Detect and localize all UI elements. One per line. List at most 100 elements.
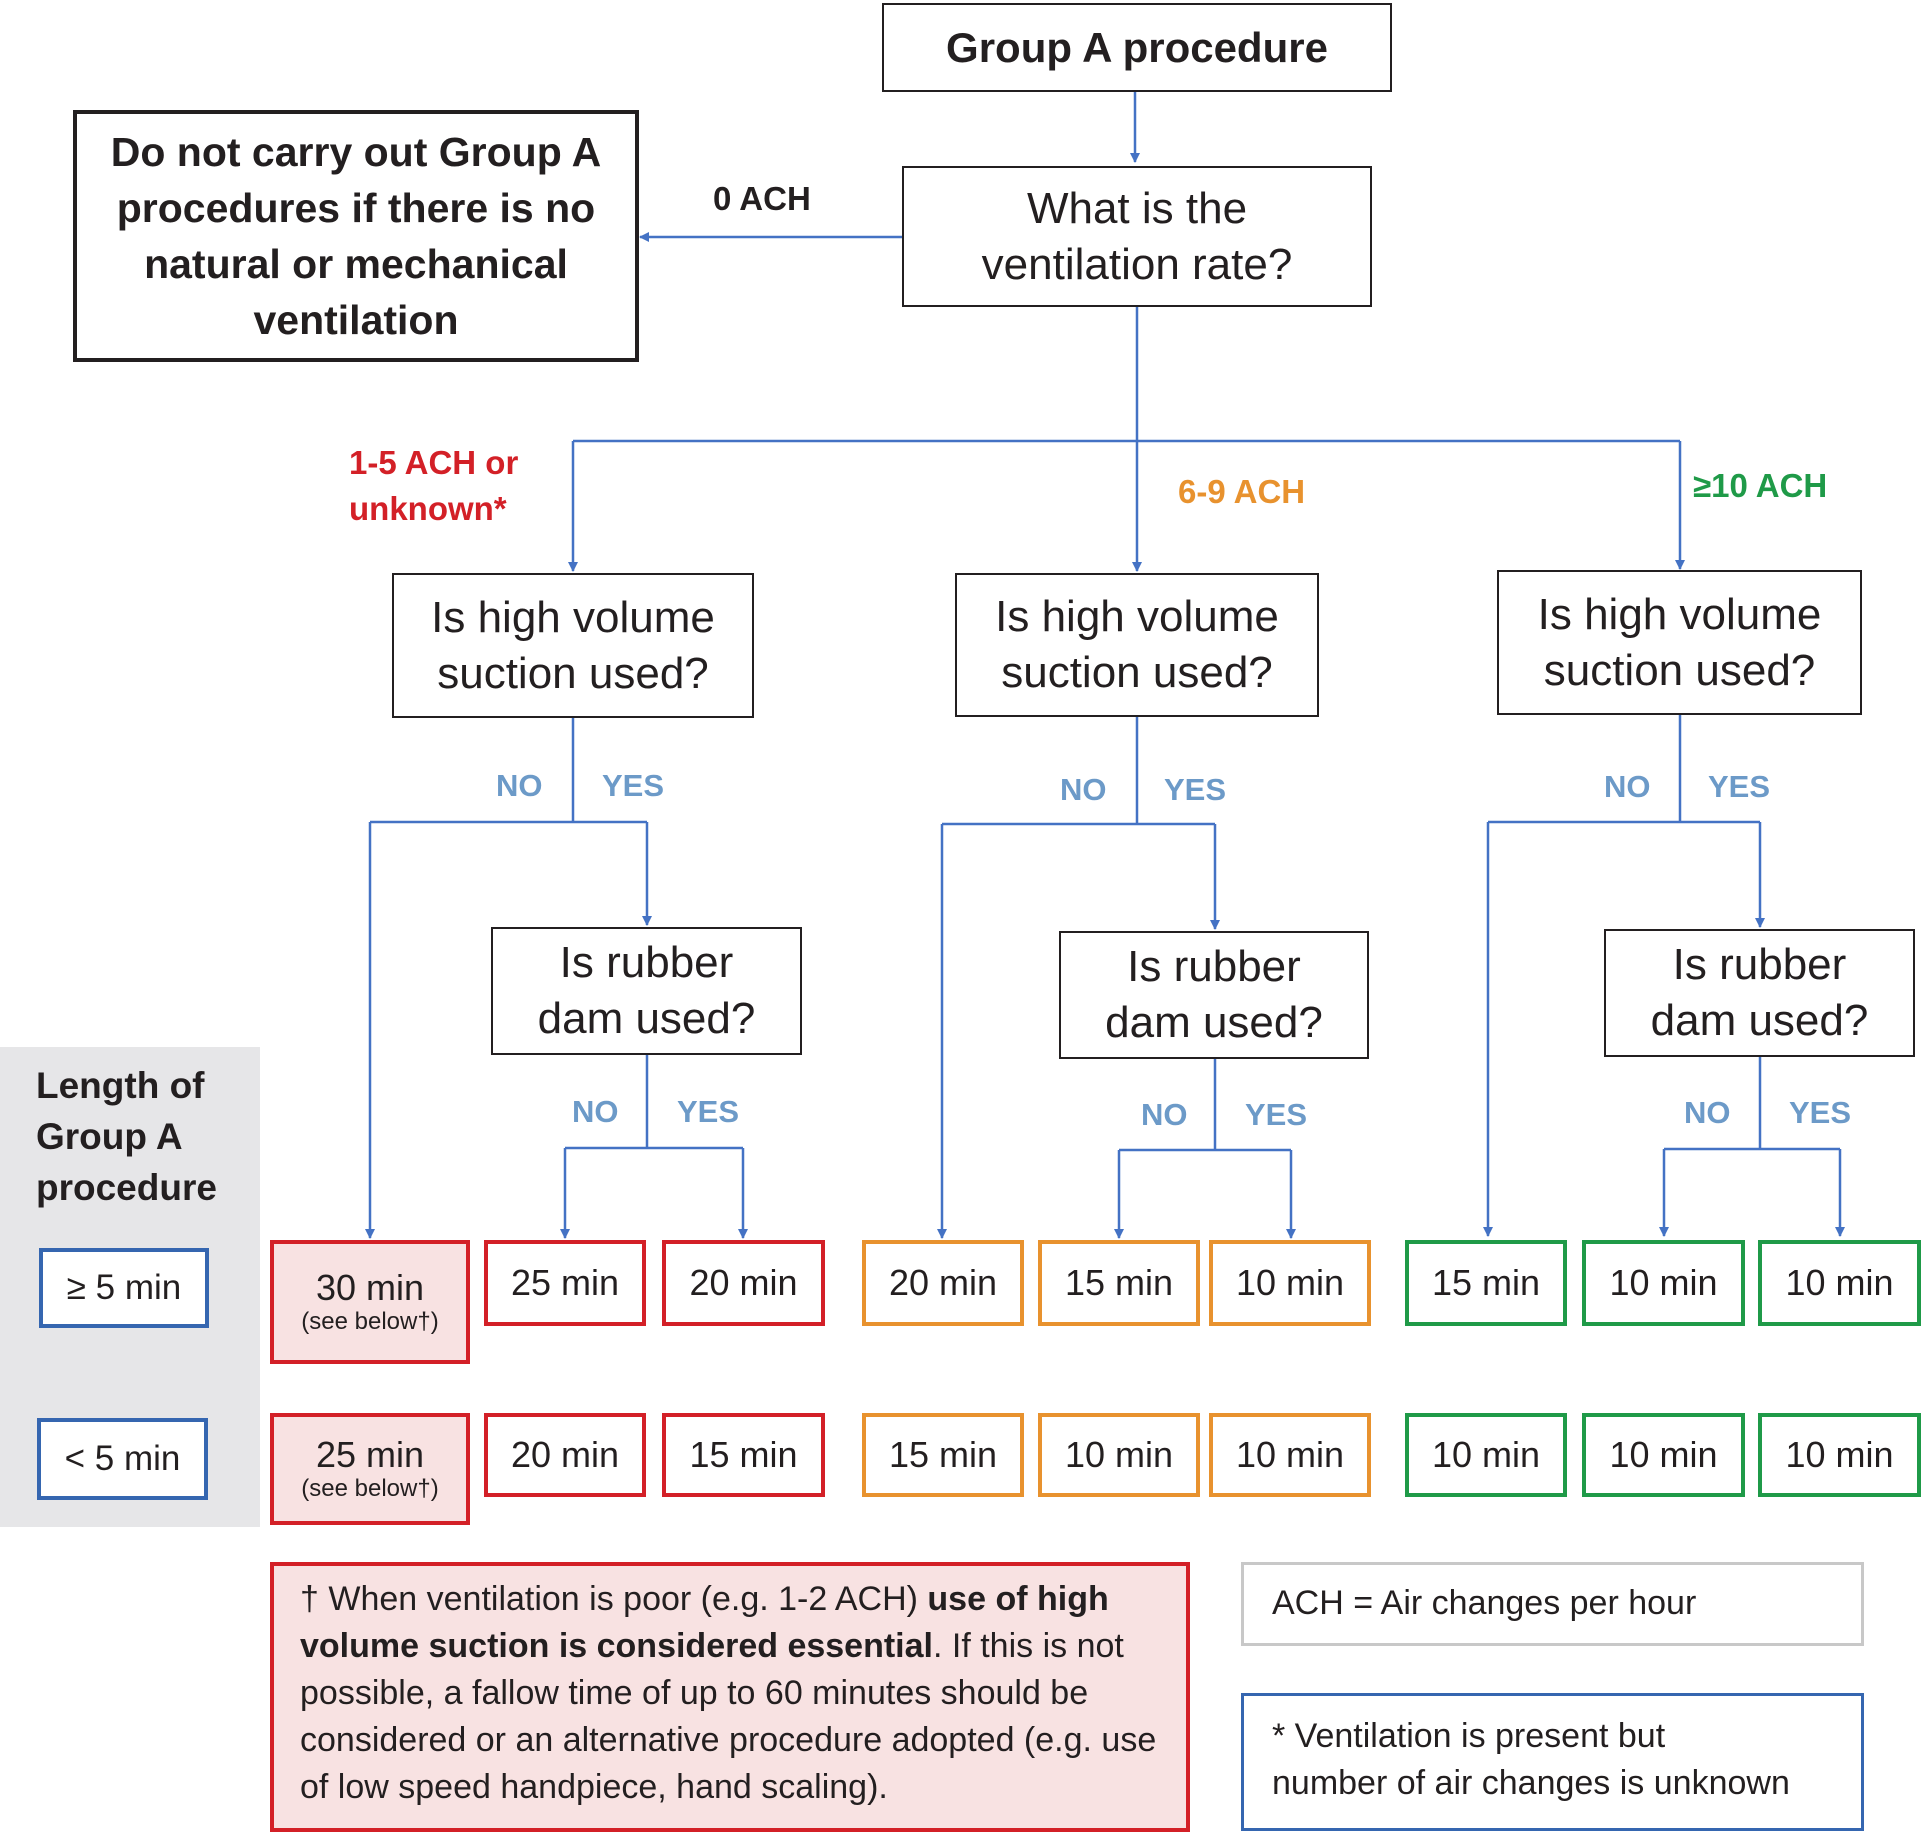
suction-no-label-low: NO [496,768,543,803]
result-box: 15 min [1405,1240,1567,1326]
length-lt-5-min-label: < 5 min [64,1439,181,1478]
asterisk-note-line-1: * Ventilation is present but [1272,1717,1666,1755]
dam-question-high-line-2: dam used? [1650,996,1869,1045]
ach-definition: ACH = Air changes per hour [1272,1584,1697,1622]
length-title-line-1: Length of [36,1065,205,1106]
dagger-footnote-post: . If this is not possible, a fallow time… [300,1627,1157,1806]
page-title: Group A procedure [946,23,1328,71]
result-box: 20 min [484,1413,646,1497]
result-value: 10 min [1235,1434,1345,1475]
branch-label-high: ≥10 ACH [1693,467,1828,504]
result-box: 10 min [1582,1413,1745,1497]
suction-yes-label-mid: YES [1164,772,1227,807]
result-box: 10 min [1758,1240,1921,1326]
ach-definition-box: ACH = Air changes per hour [1241,1562,1864,1646]
result-value: 10 min [1431,1434,1541,1475]
result-value: 15 min [1431,1262,1541,1303]
result-value: 25 min [510,1262,620,1303]
result-value: 20 min [689,1262,798,1303]
length-ge-5-min-label: ≥ 5 min [66,1268,182,1307]
dagger-footnote-bold: use of high volume suction is considered… [300,1580,1109,1665]
result-value: 10 min [1064,1434,1174,1475]
result-box: 10 min [1209,1240,1371,1326]
dam-question-low-line-2: dam used? [537,994,756,1043]
result-value: 15 min [1064,1262,1174,1303]
result-value: 10 min [1609,1434,1718,1475]
result-box: 10 min [1758,1413,1921,1497]
suction-yes-label-low: YES [602,768,665,803]
dam-question-mid-line-1: Is rubber [1127,942,1301,991]
length-ge-5-min: ≥ 5 min [39,1248,209,1328]
result-box: 20 min [862,1240,1024,1326]
suction-question-mid: Is high volume suction used? [955,573,1319,717]
asterisk-note-line-2: number of air changes is unknown [1272,1764,1790,1802]
dam-no-label-mid: NO [1141,1097,1188,1132]
see-below-note: (see below†) [301,1475,439,1502]
result-value: 15 min [888,1434,998,1475]
result-value: 10 min [1235,1262,1345,1303]
dagger-footnote: † When ventilation is poor (e.g. 1-2 ACH… [270,1562,1190,1832]
result-value: 20 min [510,1434,620,1475]
length-title-line-3: procedure [36,1167,217,1208]
result-box: 25 min [484,1240,646,1326]
result-box: 30 min(see below†) [270,1240,470,1364]
dam-yes-label-high: YES [1789,1095,1852,1130]
result-value: 10 min [1609,1262,1718,1303]
result-box: 15 min [1038,1240,1200,1326]
dagger-footnote-pre: † When ventilation is poor (e.g. 1-2 ACH… [300,1580,928,1618]
suction-question-low-line-1: Is high volume [431,592,715,642]
dam-question-low-line-1: Is rubber [559,938,734,987]
dam-question-low: Is rubber dam used? [491,927,802,1055]
result-box: 10 min [1038,1413,1200,1497]
result-value: 25 min [315,1434,425,1475]
branch-label-low-line-2: unknown* [349,490,507,527]
result-box: 20 min [662,1240,825,1326]
result-box: 15 min [662,1413,825,1497]
suction-question-mid-line-2: suction used? [1001,648,1273,697]
title-box: Group A procedure [882,3,1392,92]
suction-no-label-high: NO [1604,769,1651,804]
dam-no-label-low: NO [572,1094,619,1129]
ventilation-question-box: What is the ventilation rate? [902,166,1372,307]
dam-yes-label-low: YES [677,1094,740,1129]
ventilation-question-line-2: ventilation rate? [981,239,1293,289]
do-not-line-3: natural or mechanical [144,241,568,287]
branch-label-low-line-1: 1-5 ACH or [349,444,519,481]
length-lt-5-min: < 5 min [37,1418,208,1500]
suction-question-high-line-1: Is high volume [1537,589,1822,639]
suction-no-label-mid: NO [1060,772,1107,807]
do-not-line-1: Do not carry out Group A [110,129,602,175]
zero-ach-label: 0 ACH [713,180,811,217]
dam-question-high: Is rubber dam used? [1604,929,1915,1057]
suction-question-high-line-2: suction used? [1543,645,1816,695]
dam-no-label-high: NO [1684,1095,1731,1130]
result-box: 15 min [862,1413,1024,1497]
dam-question-mid: Is rubber dam used? [1059,931,1369,1059]
result-value: 20 min [888,1262,998,1303]
suction-question-low-line-2: suction used? [437,648,709,698]
ventilation-question-line-1: What is the [1026,183,1248,233]
result-value: 15 min [689,1434,798,1475]
dam-question-mid-line-2: dam used? [1105,998,1323,1047]
result-box: 25 min(see below†) [270,1413,470,1525]
suction-question-high: Is high volume suction used? [1497,570,1862,715]
see-below-note: (see below†) [301,1308,439,1335]
asterisk-note-box: * Ventilation is present but number of a… [1241,1693,1864,1831]
length-title-line-2: Group A [36,1116,183,1157]
branch-label-low: 1-5 ACH or unknown* [349,440,518,532]
result-box: 10 min [1582,1240,1745,1326]
dam-yes-label-mid: YES [1245,1097,1308,1132]
suction-yes-label-high: YES [1708,769,1771,804]
result-value: 10 min [1785,1262,1894,1303]
result-box: 10 min [1209,1413,1371,1497]
length-panel-title: Length of Group A procedure [36,1060,217,1213]
result-value: 10 min [1785,1434,1894,1475]
do-not-carry-out-box: Do not carry out Group A procedures if t… [73,110,639,362]
do-not-line-2: procedures if there is no [116,185,596,231]
result-value: 30 min [315,1267,425,1308]
result-box: 10 min [1405,1413,1567,1497]
dam-question-high-line-1: Is rubber [1672,940,1847,989]
suction-question-low: Is high volume suction used? [392,573,754,718]
suction-question-mid-line-1: Is high volume [995,592,1279,641]
do-not-line-4: ventilation [253,297,459,343]
